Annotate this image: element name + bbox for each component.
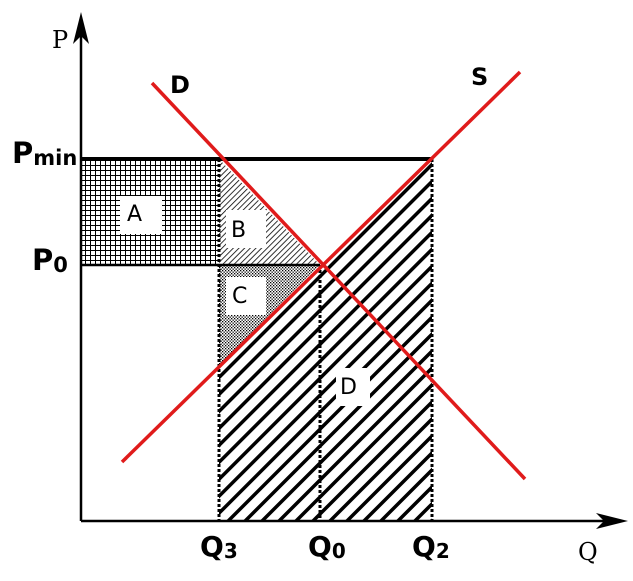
q2-label-main: Q — [412, 530, 436, 563]
q0-label: Q0 — [308, 530, 346, 563]
pmin-label: Pmin — [12, 136, 77, 170]
area-a-label-box — [120, 196, 162, 234]
q2-label-sub: 2 — [436, 539, 450, 563]
area-a-label: A — [127, 202, 142, 227]
supply-curve-label: S — [471, 63, 488, 91]
area-b-label-box — [226, 210, 266, 248]
x-axis-arrowhead — [596, 513, 628, 529]
supply-curve — [120, 70, 522, 464]
q0-label-main: Q — [308, 530, 332, 563]
pmin-label-main: P — [12, 136, 33, 170]
y-axis-label: P — [52, 26, 68, 54]
area-c-label: C — [232, 284, 247, 309]
pmin-label-sub: min — [33, 146, 77, 170]
p0-label-main: P — [32, 243, 53, 277]
area-b-label: B — [231, 218, 246, 243]
y-axis-arrowhead — [73, 12, 89, 44]
q3-label: Q3 — [200, 530, 238, 563]
area-d-label: D — [340, 375, 357, 400]
q3-label-main: Q — [200, 530, 224, 563]
q2-label: Q2 — [412, 530, 450, 563]
area-d-label-box — [336, 368, 370, 406]
demand-curve-label: D — [170, 71, 190, 99]
p0-label: P0 — [32, 243, 68, 277]
p0-label-sub: 0 — [53, 253, 68, 277]
q3-label-sub: 3 — [224, 539, 238, 563]
demand-curve — [150, 81, 527, 481]
area-d-region — [219, 159, 432, 521]
x-axis-label: Q — [578, 538, 598, 566]
area-c-label-box — [226, 277, 266, 315]
q0-label-sub: 0 — [332, 539, 346, 563]
